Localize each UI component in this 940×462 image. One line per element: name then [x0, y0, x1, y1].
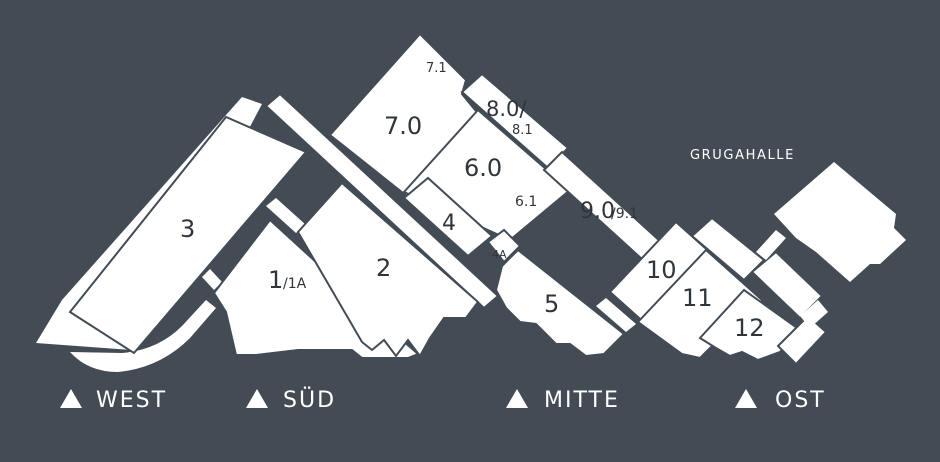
hall-5[interactable]	[494, 248, 626, 358]
hall-2[interactable]	[296, 181, 480, 358]
hall-10-label: 10	[646, 256, 677, 284]
entrance-west[interactable]: WEST	[60, 388, 167, 413]
triangle-up-icon	[735, 389, 757, 408]
hall-1a-label: /1A	[283, 276, 307, 292]
hall-1-label: 1	[268, 266, 283, 294]
east-block-c	[800, 300, 828, 328]
walkway-grugahalle	[756, 230, 786, 260]
entrance-sued[interactable]: SÜD	[246, 387, 336, 413]
hall-12-label: 12	[734, 314, 765, 342]
entrance-label: MITTE	[544, 388, 620, 413]
west-walkway	[70, 300, 216, 372]
hall-2-label: 2	[376, 254, 391, 282]
hall-4[interactable]	[402, 176, 494, 258]
hall-71-label: 7.1	[426, 61, 447, 76]
triangle-up-icon	[246, 389, 268, 408]
entrance-mitte[interactable]: MITTE	[506, 388, 620, 413]
entrance-label: SÜD	[283, 387, 336, 413]
entrance-label: OST	[775, 388, 826, 413]
hall-11-annex	[690, 216, 766, 282]
triangle-up-icon	[60, 389, 82, 408]
hall-11-label: 11	[682, 284, 713, 312]
hall-61-label: 6.1	[515, 194, 537, 210]
hall-6-label: 6.0	[464, 154, 502, 182]
grugahalle-label: GRUGAHALLE	[690, 148, 795, 163]
connector-1-2	[266, 198, 306, 233]
hall-91-label: /9.1	[611, 206, 638, 222]
hall-81-label: 8.1	[512, 123, 533, 138]
entrance-label: WEST	[96, 388, 167, 413]
hall-4-label: 4	[442, 211, 456, 236]
hall-9-label: 9.0	[580, 199, 615, 224]
grugahalle[interactable]	[774, 162, 906, 282]
hall-4a[interactable]	[486, 228, 522, 264]
east-block-a	[750, 250, 824, 320]
entrance-ost[interactable]: OST	[735, 388, 826, 413]
connector-5-10	[596, 298, 636, 332]
corridor-diagonal	[264, 92, 500, 310]
hall-3-label: 3	[180, 215, 195, 243]
triangle-up-icon	[506, 389, 528, 408]
hall-3[interactable]	[68, 115, 308, 355]
hall-7-label: 7.0	[384, 112, 422, 140]
hall-8[interactable]	[460, 72, 570, 170]
east-block-b	[776, 314, 828, 366]
hall-4a-label: 4A	[492, 248, 507, 261]
hall-8-label: 8.0/	[486, 97, 527, 121]
hall-5-label: 5	[544, 290, 559, 318]
hall-12[interactable]	[698, 288, 802, 362]
connector-3-1	[202, 269, 222, 290]
